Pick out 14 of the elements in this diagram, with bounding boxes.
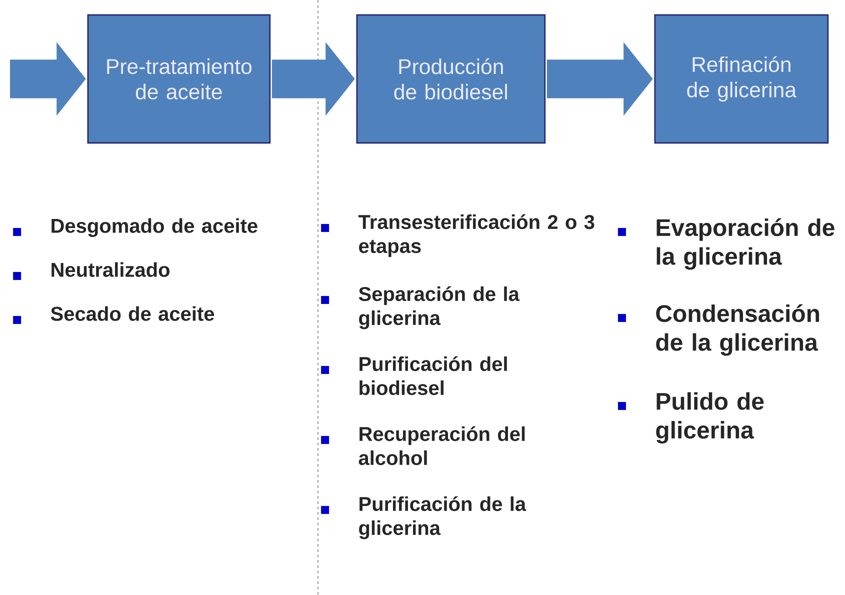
process-box: Pre-tratamiento de aceite: [87, 14, 271, 144]
list-item: Desgomado de aceite: [52, 218, 258, 238]
list-item: Condensación de la glicerina: [656, 304, 819, 356]
list-item: Recuperación del alcohol: [358, 426, 525, 466]
list-item: Transesterificación 2 o 3 etapas: [358, 214, 594, 258]
list-item: Evaporación de la glicerina: [656, 218, 834, 270]
list-item: Secado de aceite: [50, 306, 214, 321]
list-item: Purificación del biodiesel: [360, 356, 507, 396]
process-box: Refinación de glicerina: [654, 14, 829, 144]
list-item: Pulido de glicerina: [656, 392, 764, 444]
list-item: Neutralizado: [52, 262, 170, 277]
process-box: Producción de biodiesel: [356, 14, 546, 144]
list-item: Separación de la glicerina: [358, 286, 520, 330]
list-item: Purificación de la glicerina: [359, 496, 526, 540]
